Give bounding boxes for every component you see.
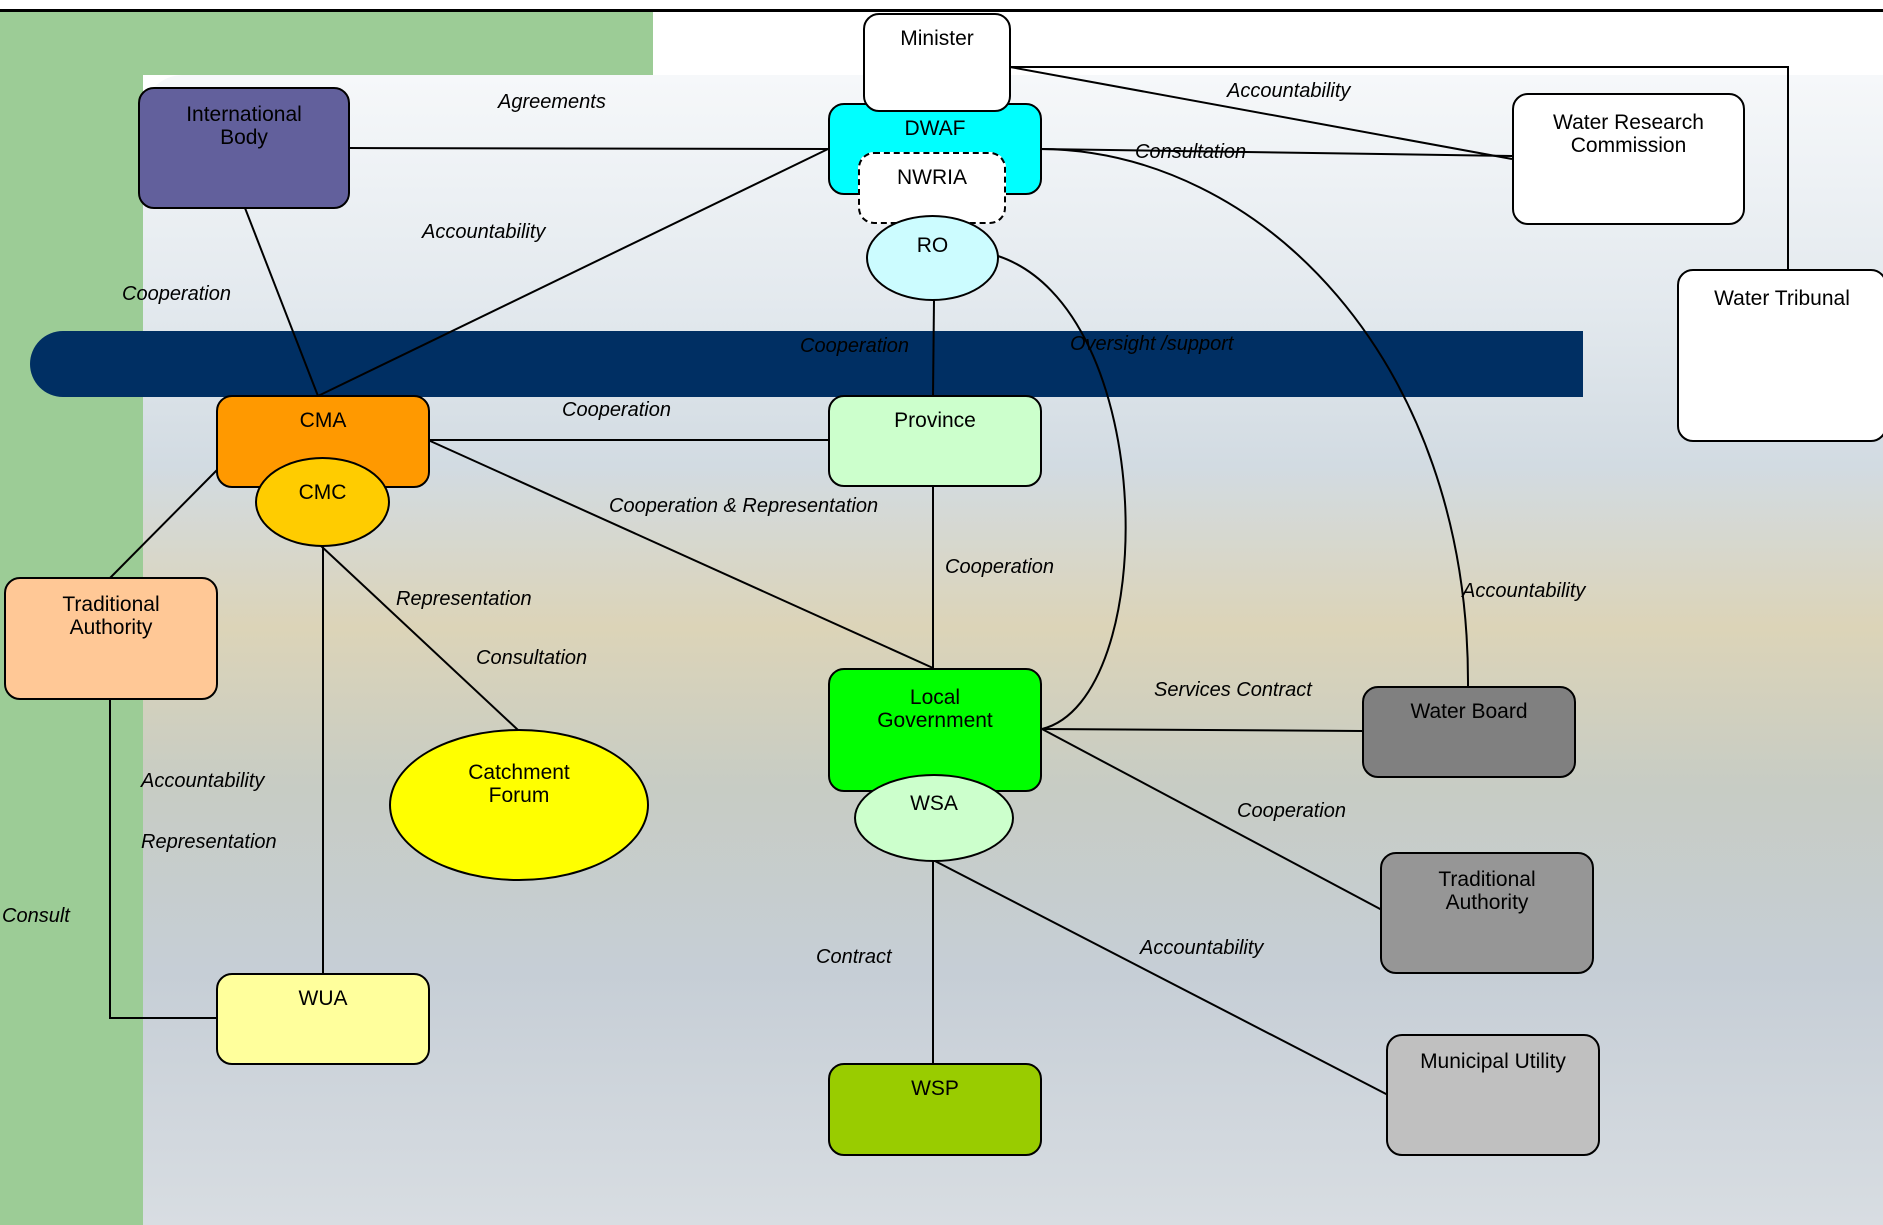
edge-minister-tribunal (1010, 66, 1789, 270)
edge-intl-cma (244, 207, 319, 397)
label-cooperation-cma-province: Cooperation (562, 399, 671, 421)
label-services-contract: Services Contract (1154, 679, 1312, 701)
label-cooperation-province-lg: Cooperation (945, 556, 1054, 578)
label-cooperation-ro-province: Cooperation (800, 335, 909, 357)
edge-wsa-mu (932, 859, 1389, 1096)
label-agreements: Agreements (498, 91, 606, 113)
node-international-body: International Body (138, 87, 350, 209)
edge-cmc-forum (319, 544, 519, 731)
node-wsa: WSA (854, 774, 1014, 862)
edge-cma-ta-left (109, 469, 218, 579)
edge-ro-province (932, 299, 935, 397)
edge-ta-left-wua (109, 700, 218, 1019)
edge-minister-wrc (1009, 66, 1513, 160)
edge-intl-dwaf (347, 147, 829, 150)
label-accountability-wsa-mu: Accountability (1140, 937, 1264, 959)
label-representation-ta-wua: Representation (141, 831, 277, 853)
label-consult: Consult (2, 905, 70, 927)
navy-separator-bar (30, 331, 1583, 397)
edge-local-gov-waterboard (1041, 728, 1363, 732)
label-accountability-ta-wua: Accountability (141, 770, 265, 792)
top-rule (0, 9, 1883, 12)
node-traditional-authority-right: Traditional Authority (1380, 852, 1594, 974)
edge-local-gov-ta-right (1041, 728, 1383, 911)
edge-dwaf-wrc (1039, 148, 1513, 157)
node-traditional-authority-left: Traditional Authority (4, 577, 218, 700)
node-cmc: CMC (255, 457, 390, 547)
label-accountability-dwaf-waterboard: Accountability (1462, 580, 1586, 602)
label-representation-cmc-forum: Representation (396, 588, 532, 610)
node-water-research-commission: Water Research Commission (1512, 93, 1745, 225)
label-cooperation-lg-ta: Cooperation (1237, 800, 1346, 822)
label-contract: Contract (816, 946, 892, 968)
label-cooperation-intl-cma: Cooperation (122, 283, 231, 305)
background-illustration-patch (653, 12, 1883, 75)
edge-dwaf-waterboard (1039, 148, 1470, 688)
node-water-board: Water Board (1362, 686, 1576, 778)
node-province: Province (828, 395, 1042, 487)
node-water-tribunal: Water Tribunal (1677, 269, 1883, 442)
node-nwria: NWRIA (858, 152, 1006, 224)
label-accountability-minister-wrc: Accountability (1227, 80, 1351, 102)
node-ro: RO (866, 215, 999, 301)
edge-cma-local-gov (427, 439, 934, 669)
label-consultation-cmc-forum: Consultation (476, 647, 588, 669)
node-wsp: WSP (828, 1063, 1042, 1156)
node-wua: WUA (216, 973, 430, 1065)
edge-ro-local-gov-oversight (997, 255, 1127, 730)
label-accountability-dwaf-cma: Accountability (422, 221, 546, 243)
label-consultation-dwaf-wrc: Consultation (1135, 141, 1247, 163)
node-municipal-utility: Municipal Utility (1386, 1034, 1600, 1156)
node-local-government: Local Government (828, 668, 1042, 792)
node-minister: Minister (863, 13, 1011, 112)
edge-dwaf-cma (317, 148, 829, 397)
node-catchment-forum: Catchment Forum (389, 729, 649, 881)
label-oversight-support: Oversight /support (1070, 333, 1234, 355)
label-cooperation-representation: Cooperation & Representation (609, 495, 879, 517)
background-green-band-top (0, 12, 653, 75)
